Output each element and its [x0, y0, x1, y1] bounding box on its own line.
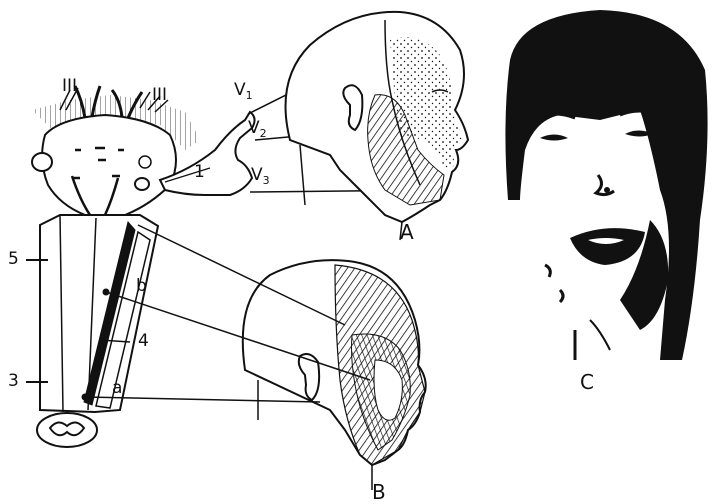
label-v2: V2: [248, 120, 267, 139]
label-point-a: a: [112, 380, 122, 397]
label-ganglion-1: 1: [194, 164, 205, 181]
head-a-drawing: [286, 12, 469, 240]
label-v3: V3: [251, 167, 270, 186]
label-v2-subscript: 2: [260, 127, 267, 140]
label-point-b: b: [136, 278, 147, 295]
label-v1-letter: V: [234, 80, 246, 100]
label-panel-b: B: [372, 482, 386, 502]
photo-c-patient: [505, 10, 707, 360]
label-v1-subscript: 1: [246, 89, 253, 102]
label-tract-4: 4: [138, 333, 149, 350]
label-panel-a: A: [400, 222, 414, 242]
label-panel-c: C: [580, 372, 594, 392]
label-level-5: 5: [8, 251, 19, 268]
label-cranial-nerve-iii-right: III: [152, 87, 167, 104]
label-v3-subscript: 3: [263, 174, 270, 187]
label-cranial-nerve-iii-left: III: [62, 78, 77, 95]
label-level-3: 3: [8, 373, 19, 390]
label-v1: V1: [234, 82, 253, 101]
head-b-drawing: [243, 260, 426, 490]
label-v3-letter: V: [251, 165, 263, 185]
label-v2-letter: V: [248, 118, 260, 138]
